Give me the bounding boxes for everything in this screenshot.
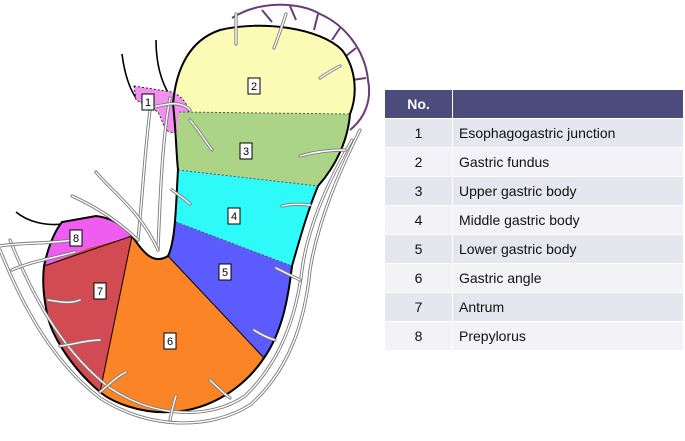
legend-header-row: No. xyxy=(384,89,684,119)
stomach-diagram: 1 2 3 4 5 6 7 8 xyxy=(0,3,370,425)
legend-row-name: Middle gastric body xyxy=(452,205,684,235)
region-label-4: 4 xyxy=(227,207,241,225)
region-legend-table: No. 1 Esophagogastric junction 2 Gastric… xyxy=(384,89,684,351)
legend-row-no: 6 xyxy=(384,263,453,293)
region-label-6: 6 xyxy=(163,332,177,350)
legend-row-name: Prepylorus xyxy=(452,321,684,351)
boundary-2-3 xyxy=(178,111,351,115)
boundary-3-4 xyxy=(177,169,319,187)
region-2 xyxy=(173,25,355,115)
legend-row: 3 Upper gastric body xyxy=(384,176,684,206)
boundary-7-8 xyxy=(43,235,133,267)
legend-row: 6 Gastric angle xyxy=(384,263,684,293)
svg-text:1: 1 xyxy=(145,97,151,109)
legend-row-no: 3 xyxy=(384,176,453,206)
region-label-1: 1 xyxy=(141,93,155,111)
legend-row-name: Antrum xyxy=(452,292,684,322)
legend-row-name: Lower gastric body xyxy=(452,234,684,264)
esophagus-outline-right xyxy=(155,39,171,97)
legend-header-no: No. xyxy=(384,89,453,119)
legend-row: 1 Esophagogastric junction xyxy=(384,118,684,148)
legend-row: 2 Gastric fundus xyxy=(384,147,684,177)
boundary-6-7 xyxy=(99,235,133,393)
boundary-5-6 xyxy=(167,255,265,359)
region-3 xyxy=(176,112,350,186)
svg-text:6: 6 xyxy=(167,336,173,348)
region-label-7: 7 xyxy=(93,282,107,300)
legend-row-name: Upper gastric body xyxy=(452,176,684,206)
legend-row-no: 2 xyxy=(384,147,453,177)
legend-row: 7 Antrum xyxy=(384,292,684,322)
svg-text:3: 3 xyxy=(243,146,249,158)
legend-header-name xyxy=(452,89,684,119)
legend-row-no: 8 xyxy=(384,321,453,351)
boundary-4-5 xyxy=(175,221,293,267)
region-6 xyxy=(100,236,264,413)
legend-row: 8 Prepylorus xyxy=(384,321,684,351)
region-label-3: 3 xyxy=(239,142,253,160)
legend-row-name: Esophagogastric junction xyxy=(452,118,684,148)
legend-row-no: 1 xyxy=(384,118,453,148)
legend-row-name: Gastric angle xyxy=(452,263,684,293)
region-label-5: 5 xyxy=(218,263,232,281)
svg-text:2: 2 xyxy=(251,81,257,93)
omentum-arcade xyxy=(231,3,370,131)
region-4 xyxy=(176,170,318,266)
legend-row: 5 Lower gastric body xyxy=(384,234,684,264)
duodenum-outline xyxy=(15,211,63,226)
region-label-8: 8 xyxy=(69,229,83,247)
esophagus-outline xyxy=(121,53,137,99)
region-label-2: 2 xyxy=(247,77,261,95)
svg-text:7: 7 xyxy=(97,286,103,298)
svg-text:4: 4 xyxy=(231,211,237,223)
region-5 xyxy=(168,222,292,358)
svg-text:8: 8 xyxy=(73,233,79,245)
legend-row-no: 4 xyxy=(384,205,453,235)
legend-row-no: 7 xyxy=(384,292,453,322)
svg-text:5: 5 xyxy=(222,267,228,279)
vessels xyxy=(0,12,362,425)
omentum-arcade-lobes xyxy=(261,5,367,81)
legend-row: 4 Middle gastric body xyxy=(384,205,684,235)
legend-row-name: Gastric fundus xyxy=(452,147,684,177)
legend-row-no: 5 xyxy=(384,234,453,264)
